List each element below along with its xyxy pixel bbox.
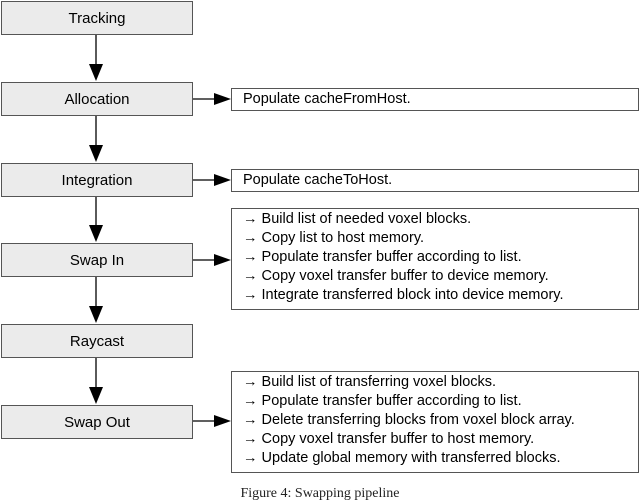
step-raycast: Raycast bbox=[1, 324, 193, 358]
note-swap-in-line: → Integrate transferred block into devic… bbox=[243, 287, 564, 303]
note-integration-text: Populate cacheToHost. bbox=[243, 172, 393, 188]
note-swap-in-line: → Copy list to host memory. bbox=[243, 230, 425, 246]
arrow-tracking-to-allocation bbox=[89, 35, 103, 81]
note-swap-in-line: → Build list of needed voxel blocks. bbox=[243, 211, 472, 227]
step-allocation: Allocation bbox=[1, 82, 193, 116]
arrow-swap-in-to-note bbox=[193, 254, 231, 266]
note-allocation: Populate cacheFromHost. bbox=[231, 88, 639, 111]
figure-caption: Figure 4: Swapping pipeline bbox=[240, 486, 400, 501]
arrow-integration-to-swap-in bbox=[89, 197, 103, 242]
step-integration: Integration bbox=[1, 163, 193, 197]
note-swap-in-line: → Copy voxel transfer buffer to device m… bbox=[243, 268, 549, 284]
note-swap-out-line: → Update global memory with transferred … bbox=[243, 450, 561, 466]
step-swap-out: Swap Out bbox=[1, 405, 193, 439]
note-swap-out-line: → Copy voxel transfer buffer to host mem… bbox=[243, 431, 535, 447]
arrow-raycast-to-swap-out bbox=[89, 358, 103, 404]
arrow-allocation-to-note bbox=[193, 93, 231, 105]
step-integration-label: Integration bbox=[61, 171, 133, 189]
arrow-swap-in-to-raycast bbox=[89, 277, 103, 323]
arrow-allocation-to-integration bbox=[89, 116, 103, 162]
note-swap-in-line: → Populate transfer buffer according to … bbox=[243, 249, 522, 265]
step-swap-in-label: Swap In bbox=[69, 251, 125, 269]
step-tracking-label: Tracking bbox=[68, 9, 126, 27]
arrow-swap-out-to-note bbox=[193, 415, 231, 427]
note-swap-in: → Build list of needed voxel blocks. → C… bbox=[231, 208, 639, 310]
note-swap-out: → Build list of transferring voxel block… bbox=[231, 371, 639, 473]
note-swap-out-line: → Populate transfer buffer according to … bbox=[243, 393, 522, 409]
step-tracking: Tracking bbox=[1, 1, 193, 35]
step-swap-out-label: Swap Out bbox=[64, 413, 130, 431]
note-integration: Populate cacheToHost. bbox=[231, 169, 639, 192]
arrow-integration-to-note bbox=[193, 174, 231, 186]
step-raycast-label: Raycast bbox=[69, 332, 125, 350]
step-allocation-label: Allocation bbox=[64, 90, 130, 108]
note-swap-out-line: → Delete transferring blocks from voxel … bbox=[243, 412, 575, 428]
note-allocation-text: Populate cacheFromHost. bbox=[243, 91, 411, 107]
step-swap-in: Swap In bbox=[1, 243, 193, 277]
note-swap-out-line: → Build list of transferring voxel block… bbox=[243, 374, 497, 390]
